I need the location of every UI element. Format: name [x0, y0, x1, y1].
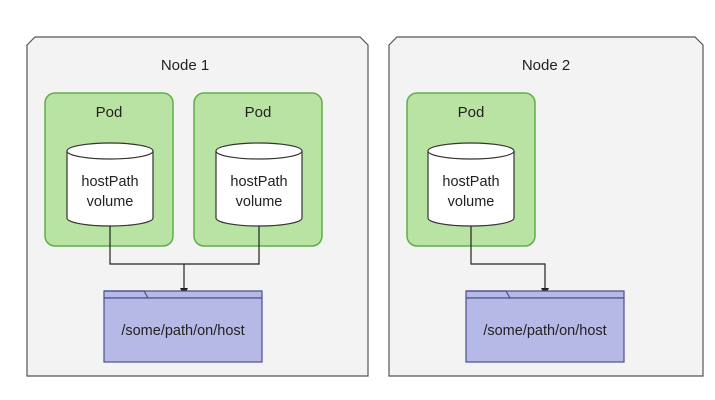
node-2-pod-1: Pod hostPath volume [406, 92, 536, 247]
host-folder-label: /some/path/on/host [121, 323, 244, 339]
volume-connector [184, 226, 260, 265]
volume-label-line2: volume [87, 194, 134, 210]
node-1-title: Node 1 [161, 57, 209, 74]
hostpath-volume-cylinder: hostPath volume [215, 142, 303, 227]
volume-label-line1: hostPath [230, 174, 287, 190]
node-1-pod-2: Pod hostPath volume [193, 92, 323, 247]
node-1-pod-1: Pod hostPath volume [44, 92, 174, 247]
volume-label-line1: hostPath [81, 174, 138, 190]
host-folder-label: /some/path/on/host [483, 323, 606, 339]
volume-connector [470, 226, 549, 296]
node-2: Node 2 Pod hostPath volume /some/path/on… [388, 36, 704, 377]
volume-label-line2: volume [448, 194, 495, 210]
host-folder: /some/path/on/host [103, 290, 263, 363]
pod-label: Pod [96, 104, 123, 121]
pod-label: Pod [245, 104, 272, 121]
volume-label-line1: hostPath [442, 174, 499, 190]
host-folder: /some/path/on/host [465, 290, 625, 363]
pod-label: Pod [458, 104, 485, 121]
volume-label-line2: volume [236, 194, 283, 210]
hostpath-volume-cylinder: hostPath volume [66, 142, 154, 227]
hostpath-volume-cylinder: hostPath volume [427, 142, 515, 227]
node-2-title: Node 2 [522, 57, 570, 74]
node-1: Node 1 Pod hostPath volume Pod hostPath … [26, 36, 369, 377]
volume-connector [109, 226, 188, 296]
